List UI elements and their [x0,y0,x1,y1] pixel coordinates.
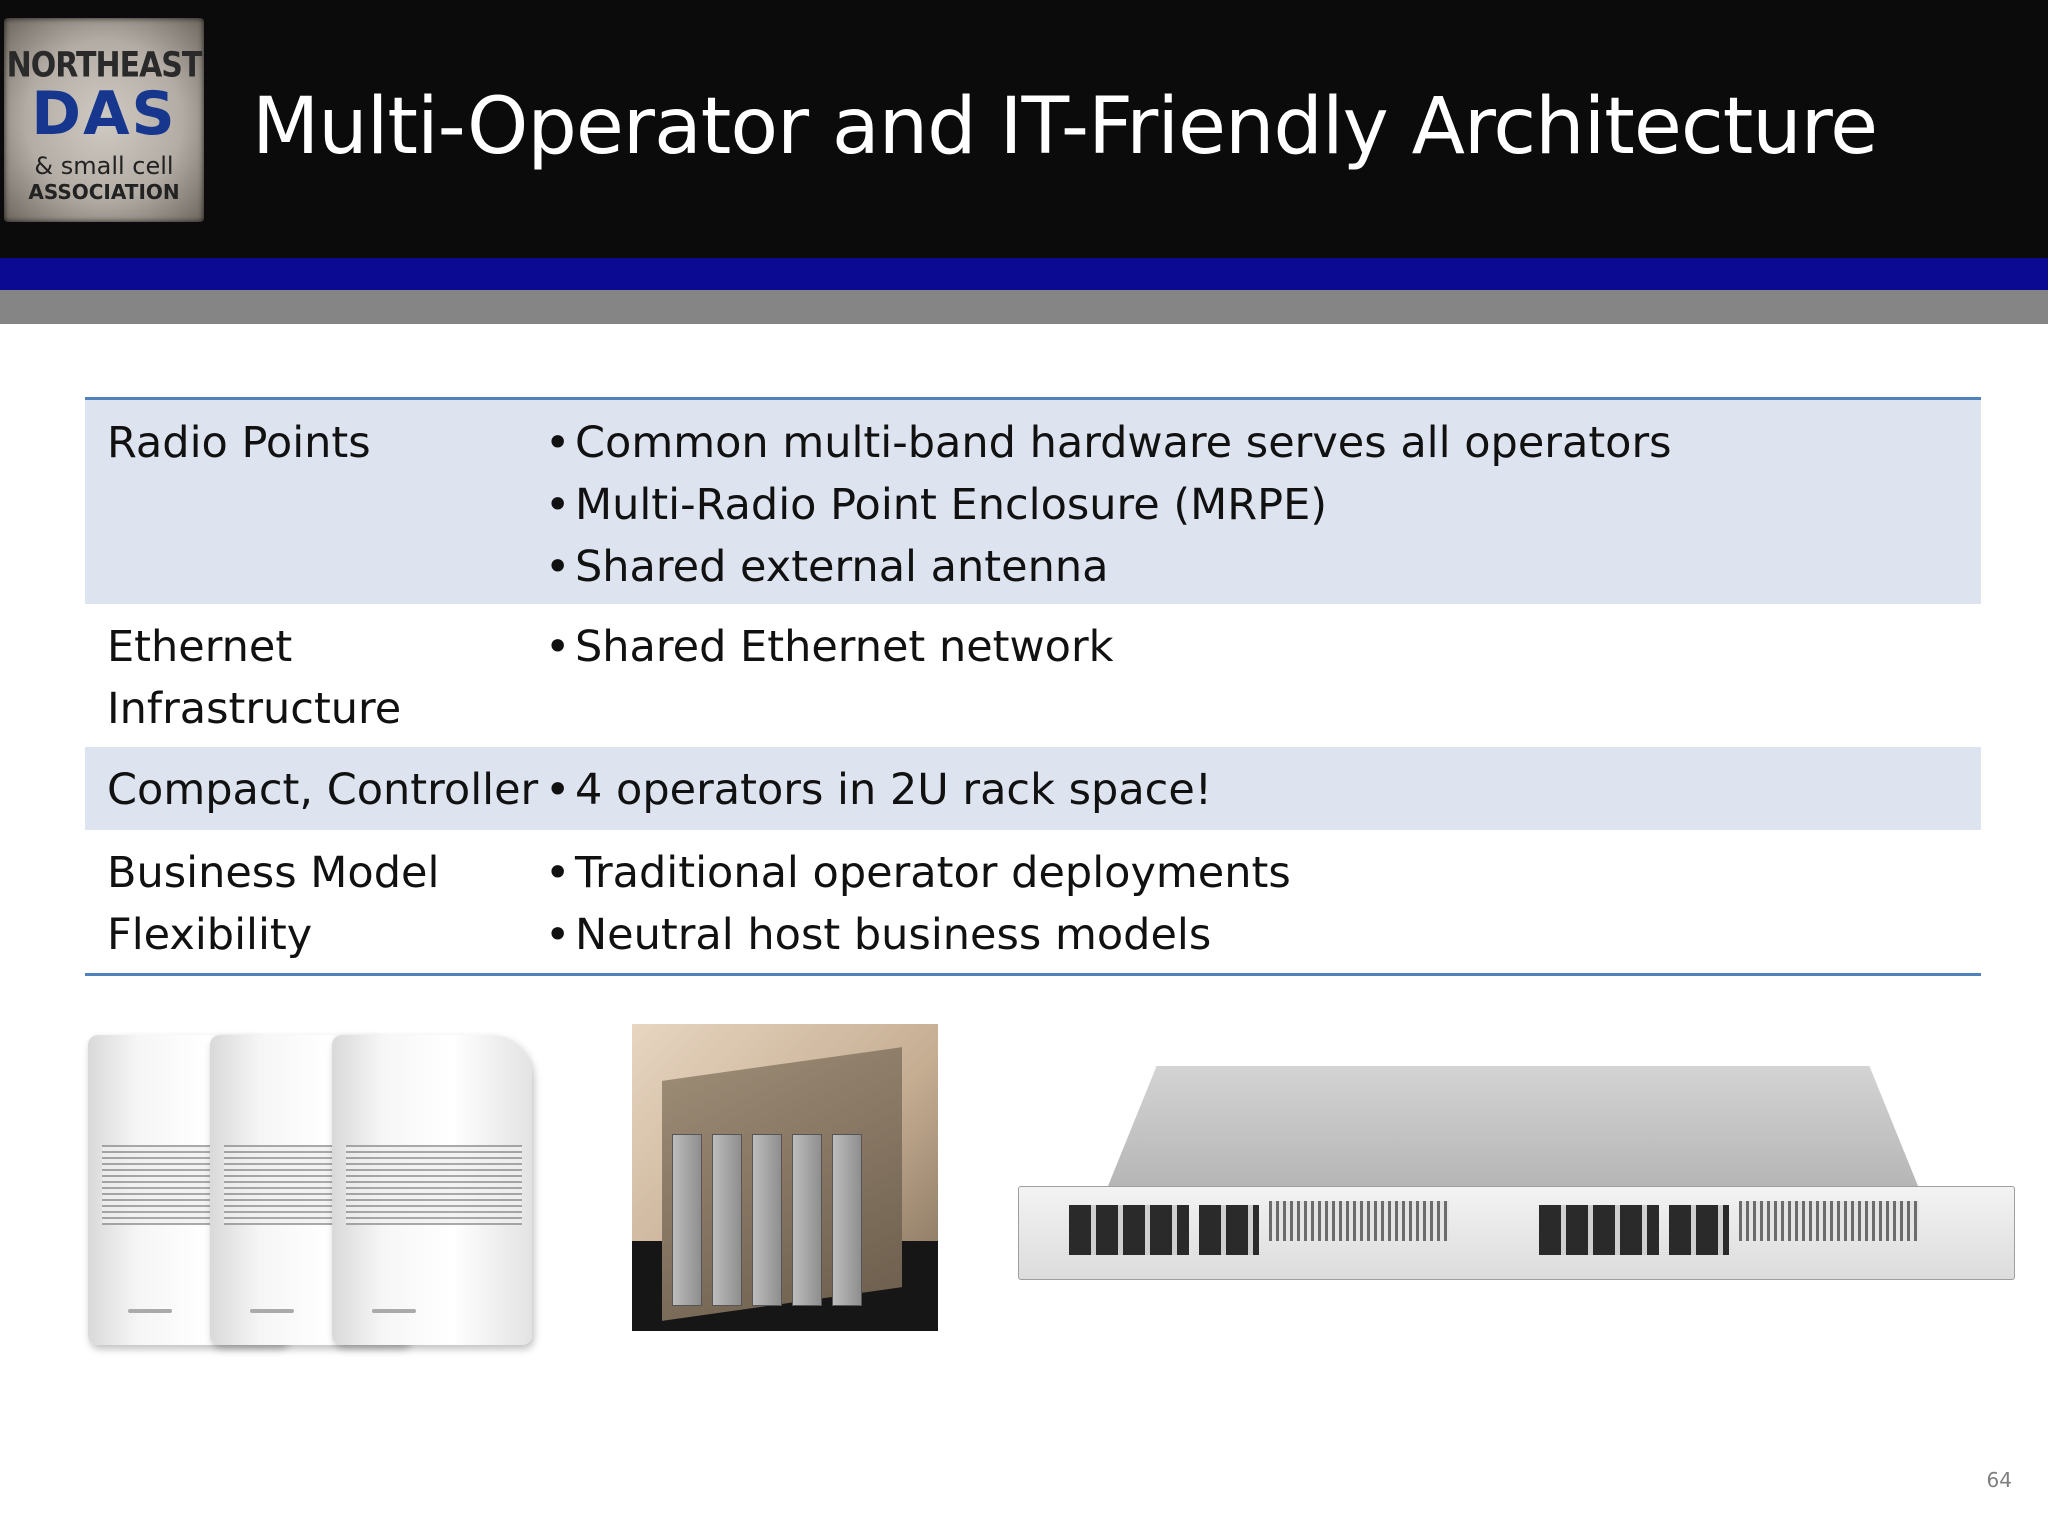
bullet: • [545,622,571,672]
row-label-text: Radio Points [107,418,371,468]
slide-title: Multi-Operator and IT-Friendly Architect… [252,82,1878,172]
row-label: Business Model Flexibility [85,842,545,973]
mrpe-enclosure-image [632,1024,938,1331]
list-item-text: 4 operators in 2U rack space! [575,765,1213,815]
list-item: •4 operators in 2U rack space! [545,759,1981,821]
page-number: 64 [1986,1468,2012,1492]
row-label-text: Compact, Controller [107,765,539,815]
rack-controller-image [1018,1066,2015,1286]
row-items: •Traditional operator deployments •Neutr… [545,842,1981,973]
bullet: • [545,848,571,898]
radio-point-unit [332,1035,532,1345]
list-item-text: Multi-Radio Point Enclosure (MRPE) [575,480,1328,530]
list-item-text: Shared Ethernet network [575,622,1114,672]
table-row-business-model: Business Model Flexibility •Traditional … [85,830,1981,973]
row-label-text: Infrastructure [107,684,402,734]
list-item: •Neutral host business models [545,904,1981,966]
logo-line-2: DAS [31,79,177,149]
row-label: Ethernet Infrastructure [85,616,545,747]
row-label-text: Ethernet [107,622,293,672]
bullet: • [545,480,571,530]
slide-header: NORTHEAST DAS & small cell ASSOCIATION M… [0,0,2048,258]
list-item-text: Neutral host business models [575,910,1212,960]
list-item: •Shared external antenna [545,536,1981,598]
bullet: • [545,542,571,592]
list-item-text: Common multi-band hardware serves all op… [575,418,1672,468]
row-label-text: Business Model [107,848,440,898]
table-row-radio-points: Radio Points •Common multi-band hardware… [85,400,1981,604]
logo-line-4: ASSOCIATION [28,180,180,204]
header-blue-band [0,258,2048,290]
logo-line-3: & small cell [34,152,174,180]
bullet: • [545,765,571,815]
bullet: • [545,910,571,960]
row-items: •4 operators in 2U rack space! [545,759,1981,830]
list-item-text: Shared external antenna [575,542,1109,592]
header-gray-band [0,290,2048,324]
table-row-ethernet: Ethernet Infrastructure •Shared Ethernet… [85,604,1981,747]
northeast-das-logo: NORTHEAST DAS & small cell ASSOCIATION [4,18,204,222]
row-label: Compact, Controller [85,759,545,830]
row-items: •Shared Ethernet network [545,616,1981,747]
list-item-text: Traditional operator deployments [575,848,1291,898]
list-item: •Traditional operator deployments [545,842,1981,904]
row-items: •Common multi-band hardware serves all o… [545,412,1981,604]
list-item: •Common multi-band hardware serves all o… [545,412,1981,474]
table-row-controller: Compact, Controller •4 operators in 2U r… [85,747,1981,830]
logo-line-1: NORTHEAST [6,45,203,86]
list-item: •Multi-Radio Point Enclosure (MRPE) [545,474,1981,536]
radio-point-units-image [88,1035,538,1353]
row-label: Radio Points [85,412,545,604]
list-item: •Shared Ethernet network [545,616,1981,678]
features-table: Radio Points •Common multi-band hardware… [85,397,1981,976]
row-label-text: Flexibility [107,910,313,960]
bullet: • [545,418,571,468]
